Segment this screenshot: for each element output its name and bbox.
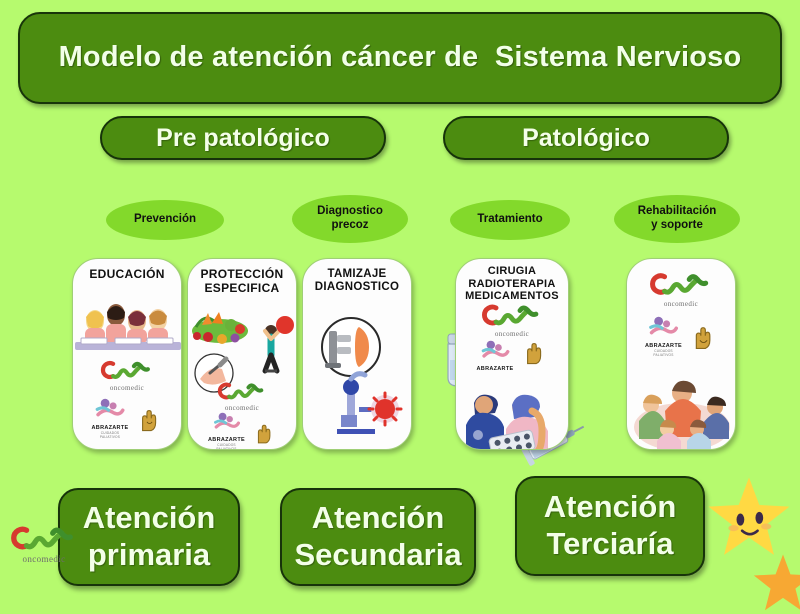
oncomedic-mark	[217, 382, 264, 400]
oncomedic-wordmark: oncomedic	[109, 384, 145, 392]
abrazarte-wordmark: ABRAZARTE	[645, 343, 682, 349]
card-title: PROTECCIÓN ESPECIFICA	[200, 267, 284, 295]
abrazarte-logo: ABRAZARTE CUIDADOS PALIATIVOS	[92, 397, 129, 439]
abrazarte-wordmark: ABRAZARTE	[208, 437, 245, 443]
stage-pill-patologico[interactable]: Patológico	[443, 116, 729, 160]
abrazarte-wordmark: ABRAZARTE	[91, 425, 129, 431]
students-reading-illustration	[75, 304, 181, 350]
oncomedic-mark	[11, 526, 73, 550]
card-title: TAMIZAJE DIAGNOSTICO	[314, 268, 400, 294]
hand-icon	[141, 410, 157, 432]
card-title: CIRUGIA RADIOTERAPIA MEDICAMENTOS	[465, 265, 559, 303]
oncomedic-corner-logo: oncomedic	[8, 525, 80, 564]
level-oval-prevencion[interactable]: Prevención	[106, 200, 224, 240]
hand-logo	[136, 408, 162, 439]
oncomedic-logo: oncomedic	[100, 359, 154, 392]
care-level-label: Atención Secundaria	[294, 500, 462, 572]
card-title: EDUCACIÓN	[89, 267, 165, 281]
vegetables-exercise-vaccine-illustration	[192, 312, 294, 393]
oncomedic-mark	[650, 273, 709, 295]
hand-icon	[695, 327, 711, 349]
hand-icon	[257, 424, 271, 444]
abrazarte-logo: ABRAZARTE CUIDADOS PALIATIVOS	[208, 411, 245, 450]
group-hug-illustration	[634, 380, 730, 449]
level-oval-diagnostico-precoz[interactable]: Diagnostico precoz	[292, 195, 408, 243]
stage-pill-pre-patologico[interactable]: Pre patológico	[100, 116, 386, 160]
level-label: Prevención	[134, 213, 196, 226]
page-title: Modelo de atención cáncer de Sistema Ner…	[18, 12, 782, 104]
level-label: Tratamiento	[477, 213, 543, 226]
oncomedic-logo: oncomedic	[481, 303, 543, 338]
oncomedic-mark	[100, 361, 150, 379]
level-oval-rehabilitacion[interactable]: Rehabilitación y soporte	[614, 195, 740, 243]
card-educacion[interactable]: EDUCACIÓN	[72, 258, 182, 450]
oncomedic-wordmark: oncomedic	[224, 404, 260, 412]
oncomedic-mark	[482, 304, 539, 326]
level-oval-tratamiento[interactable]: Tratamiento	[450, 200, 570, 240]
level-label: Rehabilitación y soporte	[637, 205, 717, 231]
abrazarte-logo: ABRAZARTE	[477, 339, 514, 372]
hand-logo	[253, 423, 276, 449]
abrazarte-logo: ABRAZARTE CUIDADOS PALIATIVOS	[645, 315, 682, 357]
abrazarte-mark	[96, 398, 125, 417]
partner-logos: ABRAZARTE	[477, 339, 548, 372]
page-title-text: Modelo de atención cáncer de Sistema Ner…	[58, 41, 742, 74]
abrazarte-tagline: CUIDADOS PALIATIVOS	[99, 431, 121, 439]
partner-logos: ABRAZARTE CUIDADOS PALIATIVOS	[208, 411, 276, 450]
card-cirugia-radioterapia-medicamentos[interactable]: CIRUGIA RADIOTERAPIA MEDICAMENTOS oncome…	[455, 258, 569, 450]
care-level-atencion-secundaria[interactable]: Atención Secundaria	[280, 488, 476, 586]
abrazarte-mark	[481, 340, 510, 358]
card-rehabilitacion-soporte[interactable]: oncomedic ABRAZARTE CUIDADOS PALIATIVOS	[626, 258, 736, 450]
level-label: Diagnostico precoz	[317, 205, 383, 231]
oncomedic-wordmark: oncomedic	[663, 300, 699, 308]
oncomedic-wordmark: oncomedic	[22, 554, 66, 564]
card-tamizaje-diagnostico[interactable]: TAMIZAJE DIAGNOSTICO	[302, 258, 412, 450]
card-proteccion-especifica[interactable]: PROTECCIÓN ESPECIFICA	[187, 258, 297, 450]
abrazarte-tagline: CUIDADOS PALIATIVOS	[216, 443, 237, 450]
hand-icon	[526, 343, 542, 365]
oncomedic-wordmark: oncomedic	[494, 330, 530, 338]
smiling-star-icon	[708, 477, 790, 555]
care-level-label: Atención Terciaría	[543, 489, 677, 561]
care-level-label: Atención primaria	[82, 500, 216, 572]
oncomedic-logo: oncomedic	[217, 381, 267, 412]
mammography-microscope-illustration	[321, 317, 403, 434]
hand-logo	[690, 325, 717, 357]
abrazarte-tagline: CUIDADOS PALIATIVOS	[653, 349, 674, 357]
infographic-canvas: Modelo de atención cáncer de Sistema Ner…	[8, 12, 800, 611]
chemotherapy-patient-illustration	[466, 394, 548, 449]
star-icon	[753, 554, 800, 611]
stage-label: Patológico	[522, 123, 650, 152]
care-level-atencion-primaria[interactable]: Atención primaria	[58, 488, 240, 586]
care-level-atencion-terciaria[interactable]: Atención Terciaría	[515, 476, 705, 576]
stage-label: Pre patológico	[156, 123, 330, 152]
partner-logos: ABRAZARTE CUIDADOS PALIATIVOS	[92, 397, 163, 439]
abrazarte-wordmark: ABRAZARTE	[476, 366, 514, 372]
abrazarte-mark	[649, 316, 679, 335]
oncomedic-logo: oncomedic	[649, 271, 713, 308]
abrazarte-mark	[213, 412, 240, 429]
partner-logos: ABRAZARTE CUIDADOS PALIATIVOS	[645, 315, 717, 357]
hand-logo	[521, 341, 547, 372]
